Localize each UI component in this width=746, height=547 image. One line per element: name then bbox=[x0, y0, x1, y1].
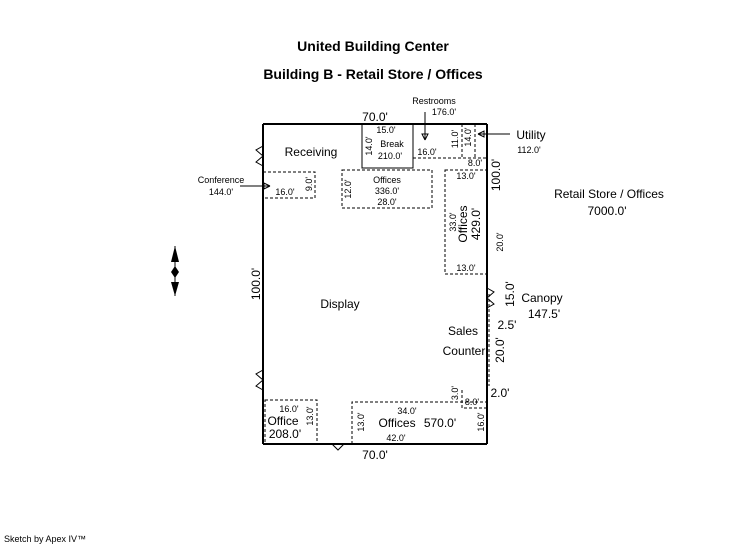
canopy-area: 147.5' bbox=[528, 307, 560, 321]
conference-arrow-icon bbox=[263, 182, 271, 190]
left-height-label: 100.0' bbox=[249, 268, 263, 300]
right-height-label: 100.0' bbox=[489, 159, 503, 191]
offices-center-width: 28.0' bbox=[377, 197, 397, 207]
office-bottom-left-outline bbox=[264, 399, 318, 445]
door-symbol-bottom bbox=[331, 443, 345, 451]
restrooms-area: 176.0' bbox=[432, 107, 457, 117]
break-height: 14.0' bbox=[364, 136, 374, 156]
display-label: Display bbox=[320, 297, 359, 311]
sketch-credit: Sketch by Apex IV™ bbox=[4, 534, 87, 544]
restrooms-arrow-icon bbox=[421, 133, 429, 141]
offices-bottom-label: Offices bbox=[378, 416, 415, 430]
building-area: 7000.0' bbox=[588, 204, 627, 218]
offices-bottom-area: 570.0' bbox=[424, 416, 456, 430]
offices-bottom-outline bbox=[351, 401, 487, 444]
sketch-subtitle: Building B - Retail Store / Offices bbox=[263, 66, 483, 82]
restrooms-label: Restrooms bbox=[412, 96, 456, 106]
offices-right-width: 13.0' bbox=[456, 171, 476, 181]
offices-right-height: 33.0' bbox=[448, 212, 458, 232]
offices-bottom-right-height: 16.0' bbox=[476, 412, 486, 432]
counter-label: Counter bbox=[443, 344, 486, 358]
break-width: 15.0' bbox=[376, 125, 396, 135]
offices-bottom-height: 13.0' bbox=[356, 412, 366, 432]
step-height: 3.0' bbox=[450, 386, 460, 401]
offices-right-bottom-width: 13.0' bbox=[456, 263, 476, 273]
sales-label: Sales bbox=[448, 324, 478, 338]
utility-area: 112.0' bbox=[517, 145, 541, 155]
offices-bottom-bottom-width: 42.0' bbox=[386, 433, 406, 443]
canopy-gap: 2.5' bbox=[498, 318, 517, 332]
conference-outline bbox=[262, 171, 316, 199]
utility-height: 14.0' bbox=[463, 127, 473, 147]
break-area: 210.0' bbox=[378, 151, 403, 161]
top-width-label: 70.0' bbox=[362, 110, 388, 124]
restrooms-width: 16.0' bbox=[417, 147, 437, 157]
canopy-right-height: 20.0' bbox=[495, 232, 505, 252]
offices-center-outline bbox=[341, 169, 433, 209]
north-arrow-icon bbox=[171, 246, 179, 296]
conference-label: Conference bbox=[198, 175, 245, 185]
office-bl-area: 208.0' bbox=[269, 427, 301, 441]
offices-right-outline bbox=[444, 169, 488, 275]
restrooms-height: 11.0' bbox=[450, 129, 460, 148]
door-symbol-right bbox=[486, 287, 495, 309]
door-symbol-left-bottom bbox=[255, 369, 264, 391]
building-label: Retail Store / Offices bbox=[554, 187, 664, 201]
canopy-lower-height: 20.0' bbox=[493, 337, 507, 363]
utility-label: Utility bbox=[516, 128, 545, 142]
offices-center-area: 336.0' bbox=[375, 186, 400, 196]
canopy-height: 15.0' bbox=[503, 281, 517, 307]
conference-height: 9.0' bbox=[304, 177, 314, 192]
utility-arrow-icon bbox=[477, 130, 485, 138]
office-bl-height: 13.0' bbox=[305, 406, 315, 426]
conference-area: 144.0' bbox=[209, 187, 234, 197]
canopy-lower-width: 2.0' bbox=[491, 386, 510, 400]
sketch-title: United Building Center bbox=[297, 38, 449, 54]
offices-right-area: 429.0' bbox=[469, 208, 483, 240]
receiving-label: Receiving bbox=[285, 145, 338, 159]
office-bl-label: Office bbox=[267, 414, 298, 428]
door-symbol-left-top bbox=[255, 145, 264, 167]
step-width: 8.0' bbox=[465, 397, 480, 407]
canopy-label: Canopy bbox=[521, 291, 562, 305]
office-bl-width: 16.0' bbox=[279, 404, 299, 414]
restrooms-outline bbox=[413, 124, 487, 159]
offices-center-label: Offices bbox=[373, 175, 401, 185]
offices-bottom-top-width: 34.0' bbox=[397, 406, 417, 416]
offices-right-label: Offices bbox=[456, 205, 470, 242]
break-room-outline bbox=[361, 124, 414, 169]
conference-width: 16.0' bbox=[275, 187, 295, 197]
offices-center-height: 12.0' bbox=[343, 179, 353, 199]
break-label: Break bbox=[380, 139, 404, 149]
utility-width: 8.0' bbox=[468, 158, 483, 168]
bottom-width-label: 70.0' bbox=[362, 448, 388, 462]
